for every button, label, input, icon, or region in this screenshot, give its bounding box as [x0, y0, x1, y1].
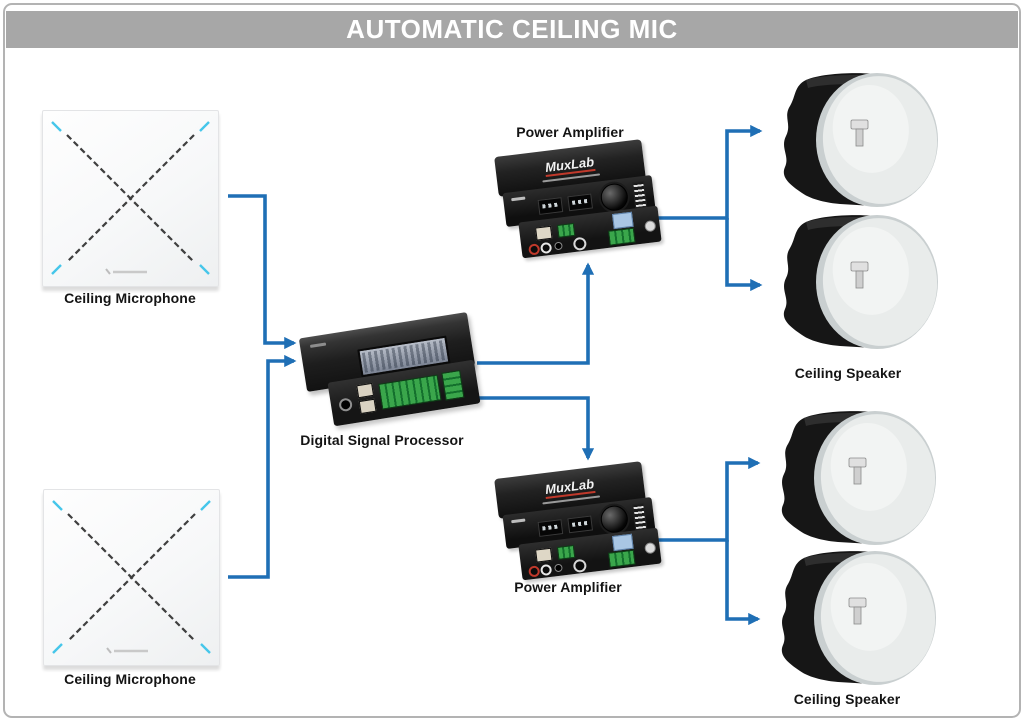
amp-antenna-connector — [644, 219, 657, 233]
amp-ethernet-port — [535, 547, 553, 563]
amp-volume-knob — [599, 182, 630, 213]
amp-ethernet-port — [535, 225, 553, 241]
amp-aux-jack — [554, 563, 563, 573]
amp-display-window — [567, 193, 593, 212]
amp-terminal-block — [556, 222, 576, 238]
amp-display-window — [537, 519, 564, 537]
mic-array-icon — [51, 121, 210, 275]
power-amplifier-bottom: MuxLab — [492, 461, 662, 581]
amp-volume-knob — [599, 504, 630, 535]
connector-amp_bottom-to-speaker_3 — [651, 456, 761, 542]
dsp-ethernet-port — [356, 382, 375, 399]
speaker-group-bottom-label: Ceiling Speaker — [793, 691, 901, 707]
connector-lines — [228, 124, 763, 626]
connector-dsp-to-amp_bottom — [477, 396, 595, 461]
amp-speaker-terminal — [607, 549, 636, 568]
dsp-power-jack — [338, 397, 354, 413]
amp-terminal-block — [556, 544, 576, 560]
dsp-ethernet-port — [358, 398, 377, 415]
amp-rca-white-jack — [539, 241, 553, 255]
amp-power-jack — [572, 558, 588, 574]
connector-amp_top-to-speaker_1 — [655, 124, 763, 220]
amp-aux-jack — [554, 241, 563, 251]
amp-mini-logo — [511, 196, 526, 202]
ceiling-speaker-4 — [768, 548, 943, 690]
speaker-group-top-label: Ceiling Speaker — [794, 365, 902, 381]
power-amplifier-top: MuxLab — [492, 139, 662, 259]
amp-led-meter — [632, 502, 648, 531]
dsp-terminal-block — [378, 374, 442, 410]
ceiling-speaker-2 — [770, 212, 945, 354]
digital-signal-processor — [298, 311, 481, 431]
ceiling-microphone-bottom — [43, 489, 220, 666]
speaker-icon — [783, 215, 938, 349]
amp-top-label: Power Amplifier — [516, 124, 624, 140]
amp-speaker-terminal — [607, 227, 636, 246]
connector-amp_bottom-to-speaker_4 — [725, 540, 761, 626]
mic-top-label: Ceiling Microphone — [64, 290, 196, 306]
dsp-brand-mark — [309, 342, 327, 348]
connector-dsp-to-amp_top — [477, 262, 595, 365]
mic-array-icon — [52, 500, 211, 654]
speaker-icon — [781, 411, 936, 545]
amp-bottom-label: Power Amplifier — [514, 579, 622, 595]
speaker-icon — [781, 551, 936, 685]
amp-rca-white-jack — [539, 563, 553, 577]
dsp-terminal-block — [441, 369, 465, 401]
amp-power-jack — [572, 236, 588, 252]
amp-rca-red-jack — [528, 565, 541, 578]
amp-brand: MuxLab — [544, 153, 596, 177]
ceiling-microphone-top — [42, 110, 219, 287]
amp-display-window — [567, 515, 593, 534]
ceiling-speaker-3 — [768, 408, 943, 550]
mic-bottom-label: Ceiling Microphone — [64, 671, 196, 687]
connector-amp_top-to-speaker_2 — [725, 218, 763, 292]
dsp-label: Digital Signal Processor — [300, 432, 464, 448]
speaker-icon — [783, 73, 938, 207]
connector-mic_top-to-dsp — [228, 194, 297, 350]
amp-brand: MuxLab — [544, 475, 596, 499]
page-title: AUTOMATIC CEILING MIC — [346, 14, 678, 44]
connector-mic_bottom-to-dsp — [228, 354, 297, 579]
amp-antenna-connector — [644, 541, 657, 555]
ceiling-speaker-1 — [770, 70, 945, 212]
amp-display-window — [537, 197, 564, 215]
amp-label-sticker — [611, 533, 634, 552]
amp-led-meter — [632, 180, 648, 209]
amp-mini-logo — [511, 518, 526, 524]
title-bar: AUTOMATIC CEILING MIC — [6, 11, 1018, 48]
amp-rca-red-jack — [528, 243, 541, 256]
amp-label-sticker — [611, 211, 634, 230]
